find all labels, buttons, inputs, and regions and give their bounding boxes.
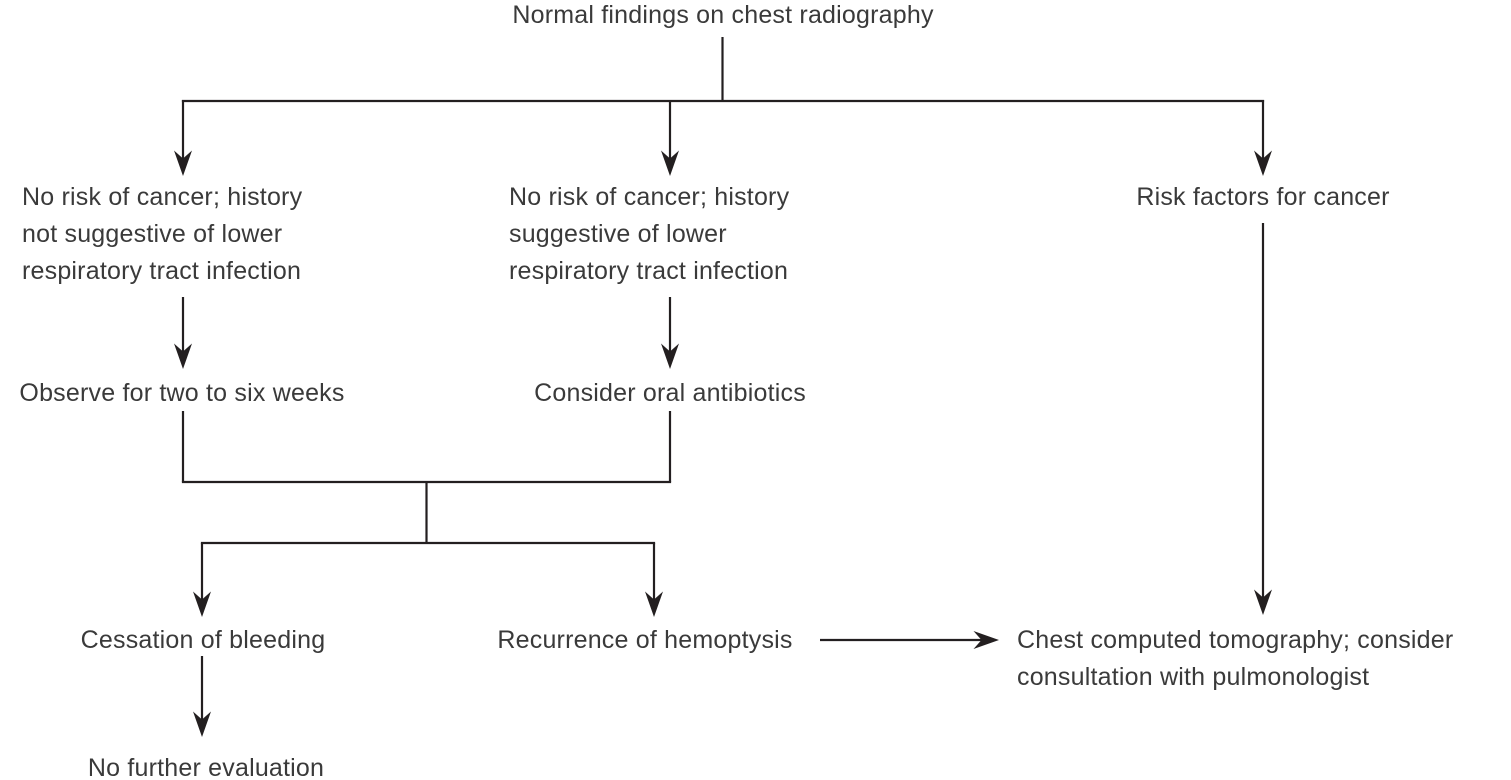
arrow-to-cessation [193,543,211,617]
arrow-recurrence-to-ct [820,631,999,649]
arrow-to-recurrence [645,543,663,617]
node-risk-factors: Risk factors for cancer [1136,183,1390,211]
node-observe: Observe for two to six weeks [19,379,345,407]
node-normal-findings: Normal findings on chest radiography [512,1,934,29]
arrow-to-left-branch [174,100,192,176]
node-chest-ct: Chest computed tomography; consider cons… [1017,626,1454,691]
arrow-left-to-observe [174,297,192,369]
arrow-middle-to-antibiotics [661,297,679,369]
node-recurrence-hemoptysis: Recurrence of hemoptysis [497,626,793,654]
arrow-to-middle-branch [661,100,679,176]
node-cessation-bleeding: Cessation of bleeding [80,626,326,654]
arrow-risk-to-ct [1254,223,1272,615]
node-no-further-evaluation: No further evaluation [87,754,325,780]
arrow-to-right-branch [1254,100,1272,176]
node-no-risk-infection: No risk of cancer; history suggestive of… [509,183,790,285]
node-no-risk-no-infection: No risk of cancer; history not suggestiv… [22,183,303,285]
arrow-cessation-to-nofurther [193,656,211,737]
node-oral-antibiotics: Consider oral antibiotics [534,379,806,407]
connector-merge [181,411,672,543]
